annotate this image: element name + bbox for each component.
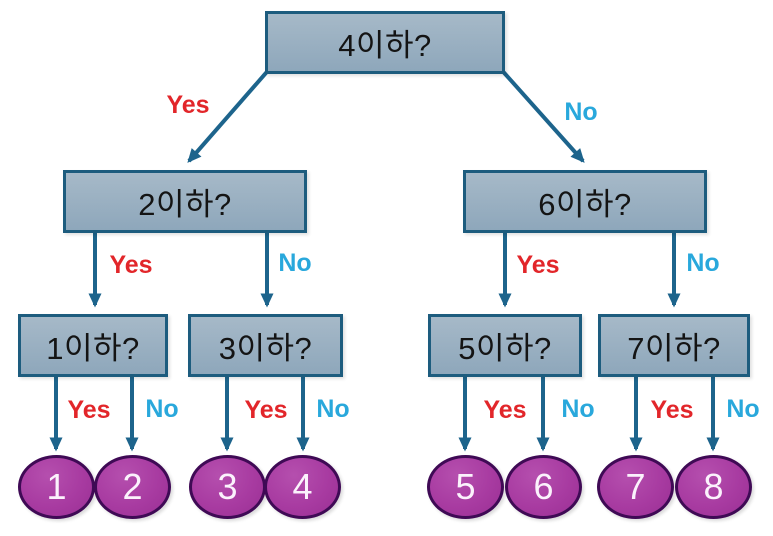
node-root-label: 4이하? [338,28,432,63]
leaf-node-5: 5 [427,455,504,519]
leaf-node-7-label: 7 [625,466,646,507]
edge-label-no-right: No [686,249,720,277]
leaf-node-4: 4 [264,455,341,519]
leaf-node-1: 1 [18,455,95,519]
leaf-node-8-label: 8 [703,466,724,507]
edge-label-no-leaf-4: No [316,395,350,423]
leaf-node-8: 8 [675,455,752,519]
leaf-node-6-label: 6 [533,466,554,507]
leaf-node-3: 3 [189,455,266,519]
arrow-root-to-right-no [496,64,585,163]
leaf-node-2-label: 2 [122,466,143,507]
edge-label-no-left: No [278,249,312,277]
edge-label-yes-leaf-7: Yes [650,396,694,424]
node-left-left-label: 1이하? [46,331,140,366]
leaf-node-6: 6 [505,455,582,519]
arrow-root-to-left-yes [187,64,274,163]
edge-label-yes-root-left: Yes [166,91,210,119]
node-left-right: 3이하? [188,314,343,377]
leaf-node-5-label: 5 [455,466,476,507]
edge-label-no-leaf-6: No [561,395,595,423]
node-left: 2이하? [63,170,307,233]
node-root: 4이하? [265,11,505,74]
edge-label-no-root-right: No [564,98,598,126]
node-left-right-label: 3이하? [218,331,313,366]
edge-label-yes-leaf-5: Yes [483,396,527,424]
node-left-left: 1이하? [18,314,168,377]
node-right-label: 6이하? [538,187,632,222]
edge-label-no-leaf-2: No [145,395,179,423]
leaf-node-1-label: 1 [46,466,67,507]
leaf-node-3-label: 3 [217,466,238,507]
node-right-right: 7이하? [598,314,750,377]
edge-label-yes-left: Yes [109,251,153,279]
leaf-node-2: 2 [94,455,171,519]
node-right: 6이하? [463,170,707,233]
node-left-label: 2이하? [138,187,232,222]
edge-label-yes-leaf-3: Yes [244,396,288,424]
edge-label-no-leaf-8: No [726,395,760,423]
leaf-node-4-label: 4 [292,466,313,507]
node-right-right-label: 7이하? [627,331,721,366]
edge-label-yes-leaf-1: Yes [67,396,111,424]
edge-label-yes-right: Yes [516,251,560,279]
node-right-left: 5이하? [428,314,582,377]
node-right-left-label: 5이하? [458,331,552,366]
leaf-node-7: 7 [597,455,674,519]
